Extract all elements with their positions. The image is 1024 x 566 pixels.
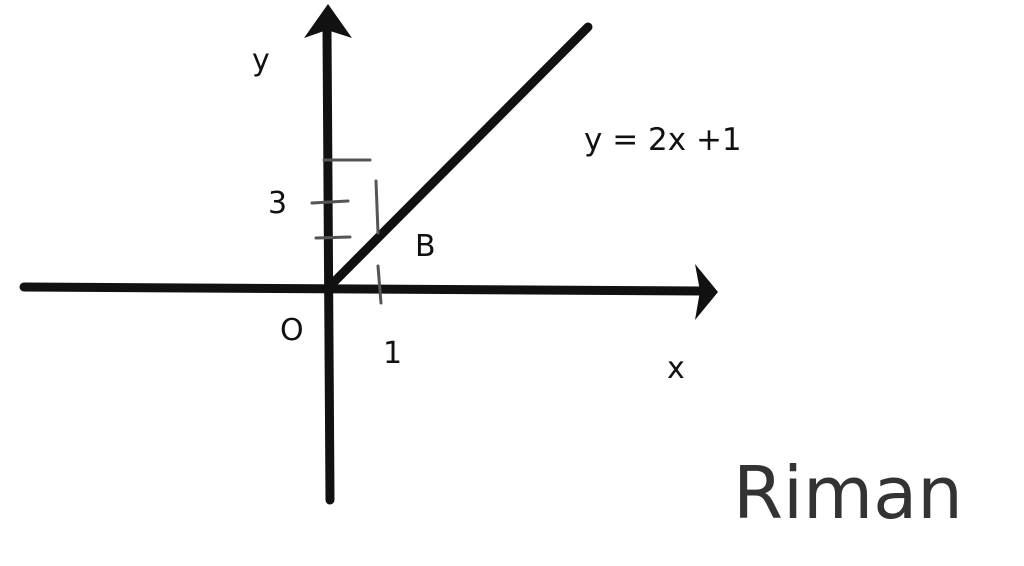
- y-axis-label: y: [252, 43, 270, 78]
- point-b-label: B: [415, 229, 436, 264]
- dash-vertical-upper: [374, 179, 380, 235]
- tick-y-label: 3: [268, 186, 287, 221]
- signature-text: Riman: [733, 451, 963, 535]
- tick-y-3: [310, 199, 350, 205]
- tick-y-lower: [314, 235, 352, 240]
- x-axis-line: [19, 282, 705, 296]
- equation-label: y = 2x +1: [584, 122, 742, 158]
- function-line: [324, 22, 593, 292]
- y-axis-arrowhead: [304, 4, 352, 38]
- origin-label: O: [280, 313, 304, 348]
- x-axis-label: x: [667, 351, 685, 386]
- tick-x-label: 1: [383, 336, 402, 371]
- y-axis-line: [322, 25, 335, 505]
- tick-x-1: [376, 264, 383, 305]
- x-axis-arrowhead: [695, 264, 718, 320]
